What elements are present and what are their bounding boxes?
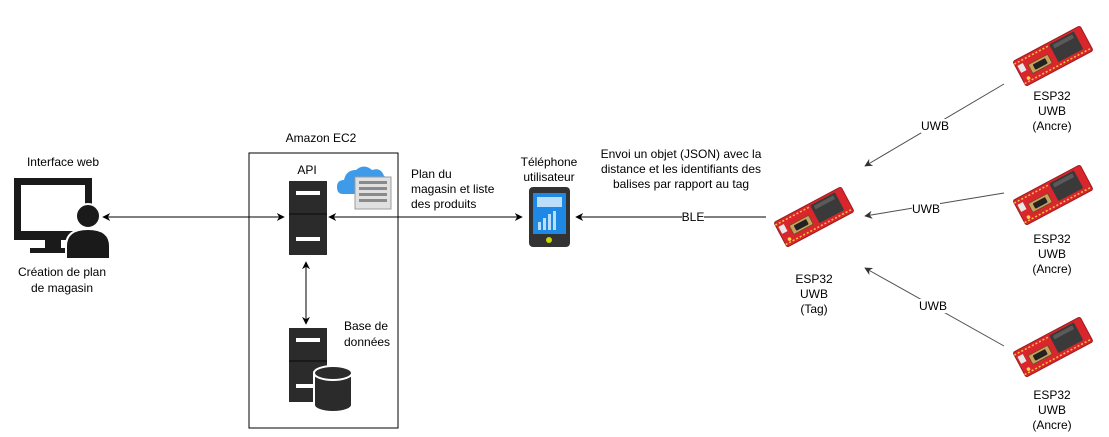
web-interface-title: Interface web — [27, 155, 99, 169]
api-phone-label-line-3: des produits — [411, 197, 476, 211]
edge-anchor-top-tag: UWB — [864, 83, 1005, 167]
cloud-server-icon — [337, 166, 392, 210]
anchor-top-label-line-2: UWB — [1038, 104, 1066, 118]
api-phone-label-line-1: Plan du — [411, 167, 452, 181]
tag-note-line-1: Envoi un objet (JSON) avec la — [601, 147, 762, 161]
anchor-bot-label-line-2: UWB — [1038, 403, 1066, 417]
tag-label-line-2: UWB — [800, 287, 828, 301]
web-caption-line-1: Création de plan — [18, 265, 106, 279]
web-caption-line-2: de magasin — [31, 281, 93, 295]
tag-note: Envoi un objet (JSON) avec la distance e… — [601, 147, 762, 191]
tag-note-line-2: distance et les identifiants des — [601, 162, 761, 176]
tag-label-line-3: (Tag) — [800, 302, 827, 316]
anchor-mid-label-line-1: ESP32 — [1033, 232, 1071, 246]
api-phone-label: Plan du magasin et liste des produits — [411, 167, 495, 211]
anchor-bot-node: ESP32 UWB (Ancre) — [1012, 316, 1094, 432]
smartphone-icon — [529, 187, 570, 247]
database-label-line-2: données — [344, 335, 390, 349]
api-label: API — [297, 163, 316, 177]
api-server-icon — [289, 181, 327, 255]
anchor-top-node: ESP32 UWB (Ancre) — [1012, 25, 1094, 133]
web-interface-node: Interface web Création de plan de magasi… — [14, 155, 111, 295]
esp32-board-icon — [1012, 25, 1094, 87]
anchor-top-label-line-1: ESP32 — [1033, 89, 1071, 103]
anchor-top-label-line-3: (Ancre) — [1032, 119, 1071, 133]
tag-node: ESP32 UWB (Tag) — [773, 186, 855, 316]
phone-node: Téléphone utilisateur — [521, 155, 578, 247]
edge-tag-phone: BLE — [575, 210, 766, 224]
edge-anchor-bot-tag: UWB — [864, 267, 1005, 347]
user-icon — [65, 203, 111, 260]
esp32-board-icon — [1012, 316, 1094, 378]
ble-label: BLE — [682, 210, 705, 224]
tag-label-line-1: ESP32 — [795, 272, 833, 286]
ec2-group: Amazon EC2 API Base de données — [248, 131, 399, 429]
anchor-mid-node: ESP32 UWB (Ancre) — [1012, 164, 1094, 276]
edge-anchor-mid-tag: UWB — [864, 192, 1005, 219]
api-phone-label-line-2: magasin et liste — [411, 182, 495, 196]
anchor-mid-label-line-2: UWB — [1038, 247, 1066, 261]
database-server-icon — [289, 328, 353, 413]
ec2-title: Amazon EC2 — [286, 131, 357, 145]
phone-label-line-1: Téléphone — [521, 155, 578, 169]
esp32-board-icon — [1012, 164, 1094, 226]
anchor-mid-label-line-3: (Ancre) — [1032, 262, 1071, 276]
database-label-line-1: Base de — [344, 319, 388, 333]
uwb-label-mid: UWB — [912, 202, 940, 216]
anchor-bot-label-line-1: ESP32 — [1033, 388, 1071, 402]
anchor-bot-label-line-3: (Ancre) — [1032, 418, 1071, 432]
phone-label-line-2: utilisateur — [523, 170, 574, 184]
uwb-label-top: UWB — [921, 119, 949, 133]
uwb-label-bot: UWB — [919, 299, 947, 313]
tag-note-line-3: balises par rapport au tag — [613, 177, 749, 191]
ec2-container — [248, 152, 399, 429]
esp32-board-icon — [773, 186, 855, 248]
